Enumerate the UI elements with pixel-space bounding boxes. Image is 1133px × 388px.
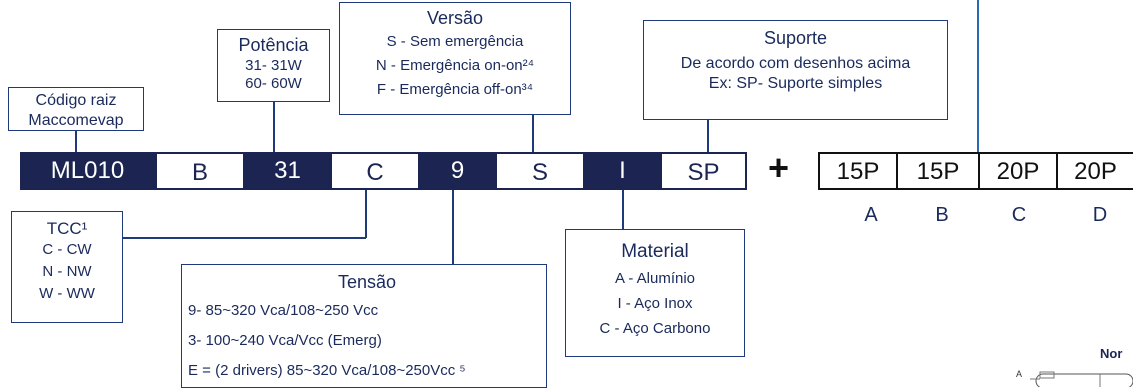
potencia-connector: [273, 101, 275, 152]
tcc-item-0: C - CW: [42, 241, 92, 259]
material-box: Material A - Alumínio I - Aço Inox C - A…: [565, 229, 745, 357]
tcc-title: TCC¹: [46, 219, 88, 238]
tensao-title: Tensão: [337, 272, 397, 292]
potencia-title: Potência: [238, 35, 309, 55]
code-segment-voltage: 9: [420, 152, 495, 190]
part-label-c: C: [1011, 204, 1027, 226]
code-segment-version: S: [495, 152, 585, 190]
tcc-connector-h: [122, 237, 366, 239]
material-connector: [622, 190, 624, 230]
codigo-line2: Maccomevap: [28, 112, 124, 129]
code-segment-b: B: [155, 152, 245, 190]
potencia-item-0: 31- 31W: [245, 56, 302, 74]
part-label-a: A: [864, 204, 878, 226]
code-segment-root: ML010: [20, 152, 155, 190]
suporte-connector: [707, 119, 709, 152]
codigo-raiz-box: Código raiz Maccomevap: [8, 87, 144, 131]
tensao-box: Tensão 9- 85~320 Vca/108~250 Vcc 3- 100~…: [181, 264, 547, 388]
potencia-box: Potência 31- 31W 60- 60W: [217, 29, 330, 102]
tensao-connector: [452, 190, 454, 265]
versao-item-1: N - Emergência on-on²⁴: [375, 56, 535, 74]
material-item-1: I - Aço Inox: [617, 294, 693, 312]
material-item-0: A - Alumínio: [614, 269, 696, 287]
part-box-a: 15P: [818, 152, 898, 190]
material-item-2: C - Aço Carbono: [599, 319, 711, 337]
versao-item-2: F - Emergência off-on³⁴: [376, 80, 534, 98]
code-segment-tcc: C: [330, 152, 420, 190]
material-title: Material: [621, 241, 689, 262]
versao-connector: [532, 114, 534, 152]
part-box-d: 20P: [1058, 152, 1133, 190]
suporte-item-0: De acordo com desenhos acima: [680, 54, 911, 72]
accent-vertical-line: [977, 0, 979, 152]
potencia-item-1: 60- 60W: [245, 75, 302, 93]
code-segment-support: SP: [660, 152, 747, 190]
corner-small-label: A: [1016, 369, 1023, 379]
plus-sign: +: [768, 147, 790, 188]
part-box-c: 20P: [980, 152, 1058, 190]
tcc-connector-v: [365, 190, 367, 238]
part-box-b: 15P: [898, 152, 980, 190]
corner-label: Nor: [1100, 346, 1123, 361]
codigo-line1: Código raiz: [35, 92, 117, 109]
technical-drawing-icon: [1030, 371, 1133, 387]
part-label-b: B: [935, 204, 949, 226]
corner-drawing: [1030, 370, 1133, 387]
code-segment-power: 31: [245, 152, 330, 190]
tensao-item-0: 9- 85~320 Vca/108~250 Vcc: [188, 301, 379, 319]
versao-box: Versão S - Sem emergência N - Emergência…: [339, 2, 571, 115]
tcc-box: TCC¹ C - CW N - NW W - WW: [11, 211, 123, 323]
versao-title: Versão: [426, 8, 484, 28]
suporte-title: Suporte: [763, 28, 828, 48]
suporte-box: Suporte De acordo com desenhos acima Ex:…: [643, 20, 948, 120]
tensao-item-1: 3- 100~240 Vca/Vcc (Emerg): [188, 331, 382, 349]
versao-item-0: S - Sem emergência: [386, 32, 524, 50]
code-segment-material: I: [585, 152, 660, 190]
tcc-item-2: W - WW: [39, 285, 95, 303]
suporte-item-1: Ex: SP- Suporte simples: [708, 74, 883, 92]
part-label-d: D: [1092, 204, 1108, 226]
codigo-connector: [75, 130, 77, 152]
tcc-item-1: N - NW: [42, 263, 92, 281]
tensao-item-2: E = (2 drivers) 85~320 Vca/108~250Vcc ⁵: [188, 361, 466, 379]
